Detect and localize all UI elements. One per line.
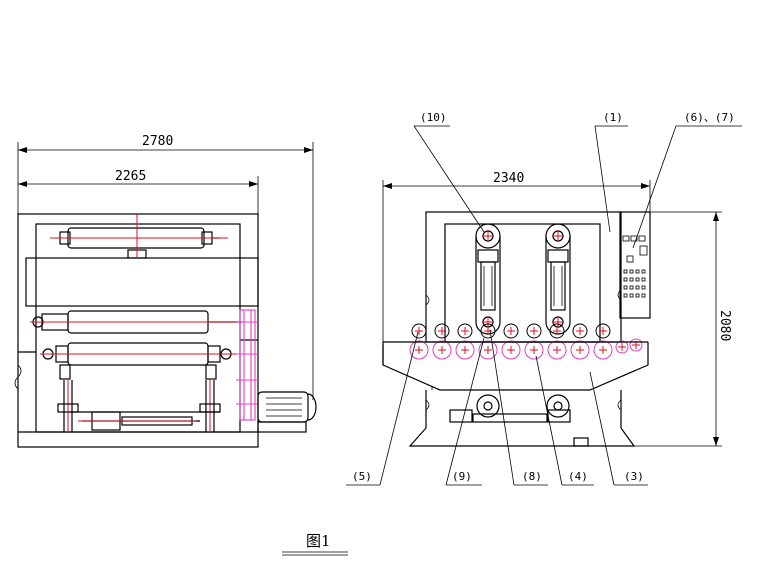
belt-drive bbox=[236, 309, 258, 421]
dimension-height: 2080 bbox=[620, 211, 732, 447]
roller bbox=[593, 340, 613, 360]
control-panel bbox=[619, 211, 651, 319]
roller bbox=[629, 338, 643, 352]
dimension-inner-width: 2265 bbox=[18, 169, 259, 215]
lower-base bbox=[382, 345, 636, 447]
label-5: (5) bbox=[352, 470, 372, 483]
roller bbox=[570, 340, 590, 360]
tank-body bbox=[382, 341, 649, 391]
left-base-support bbox=[57, 380, 221, 432]
roller bbox=[480, 323, 496, 339]
roller bbox=[615, 340, 629, 354]
roller bbox=[501, 340, 521, 360]
roller bbox=[549, 323, 565, 339]
label-1: (1) bbox=[603, 111, 623, 124]
left-frame bbox=[14, 213, 259, 448]
dim-label-2265: 2265 bbox=[115, 169, 146, 184]
roller bbox=[409, 340, 429, 360]
dimension-right-width: 2340 bbox=[382, 171, 651, 345]
roller bbox=[595, 323, 611, 339]
roller bbox=[524, 340, 544, 360]
lower-roller-row bbox=[409, 338, 643, 360]
caption-text: 图1 bbox=[306, 532, 331, 550]
cylinder-right bbox=[545, 223, 571, 335]
keypad bbox=[623, 269, 646, 298]
label-4: (4) bbox=[568, 470, 588, 483]
callout-labels: (10) (1) (6)、(7) (5) (9) (8) (4) (3) bbox=[346, 111, 742, 486]
cylinder-left bbox=[475, 223, 501, 335]
housing bbox=[425, 211, 622, 343]
middle-roller bbox=[30, 310, 250, 334]
left-view: 2780 2265 bbox=[14, 134, 317, 448]
label-3: (3) bbox=[624, 470, 644, 483]
label-10: (10) bbox=[420, 111, 447, 124]
roller bbox=[411, 323, 427, 339]
roller bbox=[572, 323, 588, 339]
upper-roller-row bbox=[411, 323, 611, 339]
top-roller bbox=[50, 214, 228, 259]
roller bbox=[457, 323, 473, 339]
dim-label-2080: 2080 bbox=[717, 310, 732, 341]
roller bbox=[478, 340, 498, 360]
roller bbox=[526, 323, 542, 339]
right-view: 2340 2080 bbox=[346, 111, 742, 486]
dim-label-2340: 2340 bbox=[493, 171, 524, 186]
roller bbox=[547, 340, 567, 360]
roller bbox=[455, 340, 475, 360]
motor bbox=[257, 391, 317, 433]
figure-caption: 图1 bbox=[282, 532, 348, 556]
label-6-7: (6)、(7) bbox=[684, 111, 735, 124]
roller bbox=[432, 340, 452, 360]
roller bbox=[434, 323, 450, 339]
lower-roller bbox=[40, 342, 236, 380]
label-9: (9) bbox=[452, 470, 472, 483]
label-8: (8) bbox=[522, 470, 542, 483]
roller bbox=[503, 323, 519, 339]
dim-label-2780: 2780 bbox=[142, 134, 173, 149]
dimension-overall-width: 2780 bbox=[17, 134, 314, 400]
